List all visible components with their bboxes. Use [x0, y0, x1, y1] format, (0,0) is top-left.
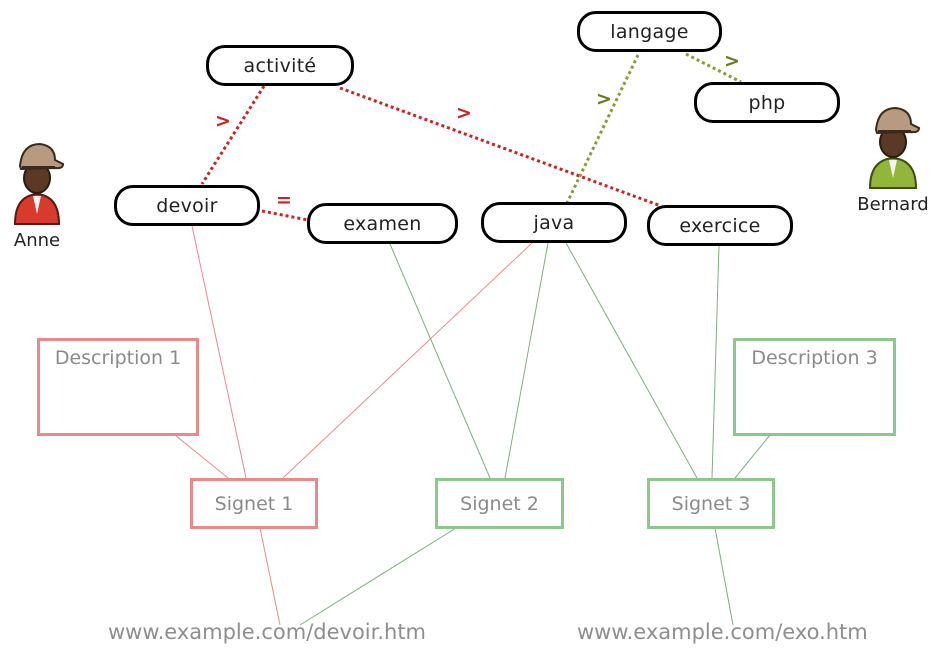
user-name-bernard: Bernard: [857, 194, 929, 215]
relation-symbol-activite-exercice: >: [456, 102, 472, 124]
relation-activite-devoir: [200, 85, 266, 185]
link-exercice-signet3: [711, 245, 720, 479]
url-devoir-link[interactable]: www.example.com/devoir.htm: [108, 620, 427, 644]
tag-java[interactable]: java: [481, 202, 627, 243]
tag-label: langage: [610, 20, 689, 43]
relation-langage-java: [565, 54, 640, 204]
description-1-box[interactable]: Description 1: [37, 338, 199, 436]
user-bernard[interactable]: Bernard: [852, 98, 934, 215]
tag-php[interactable]: php: [694, 82, 840, 123]
user-anne[interactable]: Anne: [2, 134, 72, 251]
signet-2-box[interactable]: Signet 2: [435, 478, 564, 529]
link-java-signet2: [504, 242, 549, 479]
url-exo-link[interactable]: www.example.com/exo.htm: [577, 620, 868, 644]
tag-activite[interactable]: activité: [206, 45, 354, 86]
relation-symbol-langage-java: >: [596, 88, 612, 110]
description-3-box[interactable]: Description 3: [733, 338, 896, 436]
user-name-anne: Anne: [13, 230, 61, 251]
link-java-signet3: [565, 242, 698, 479]
relation-symbol-activite-devoir: >: [215, 110, 231, 132]
tag-langage[interactable]: langage: [577, 11, 722, 52]
link-signet2-url-devoir: [299, 527, 457, 626]
link-java-signet1: [282, 242, 533, 479]
link-description1-signet1: [174, 434, 229, 479]
signet-1-label: Signet 1: [214, 492, 294, 515]
tag-exercice[interactable]: exercice: [647, 205, 793, 246]
signet-3-box[interactable]: Signet 3: [647, 478, 775, 529]
link-signet3-url-exo: [714, 527, 734, 626]
user-avatar-icon: [868, 106, 921, 189]
tag-label: devoir: [156, 194, 218, 217]
tag-label: activité: [243, 54, 317, 77]
relation-symbol-devoir-examen: =: [276, 189, 292, 211]
signet-3-label: Signet 3: [671, 492, 751, 515]
signet-2-label: Signet 2: [460, 492, 539, 515]
user-avatar-icon: [13, 142, 65, 225]
tag-label: exercice: [679, 214, 761, 237]
relation-devoir-examen: [261, 209, 309, 222]
signet-1-box[interactable]: Signet 1: [190, 478, 318, 529]
relation-symbol-langage-php: >: [724, 50, 740, 72]
link-devoir-signet1: [191, 225, 247, 479]
tag-label: examen: [343, 212, 422, 235]
description-3-label: Description 3: [751, 347, 878, 369]
link-examen-signet2: [389, 243, 491, 479]
link-signet1-url-devoir: [259, 527, 281, 626]
tag-devoir[interactable]: devoir: [114, 185, 260, 226]
description-1-label: Description 1: [54, 347, 182, 369]
tag-label: php: [748, 91, 786, 114]
tag-examen[interactable]: examen: [307, 203, 458, 244]
tag-label: java: [533, 211, 575, 234]
relation-langage-php: [685, 52, 742, 84]
link-description3-signet3: [734, 434, 771, 479]
